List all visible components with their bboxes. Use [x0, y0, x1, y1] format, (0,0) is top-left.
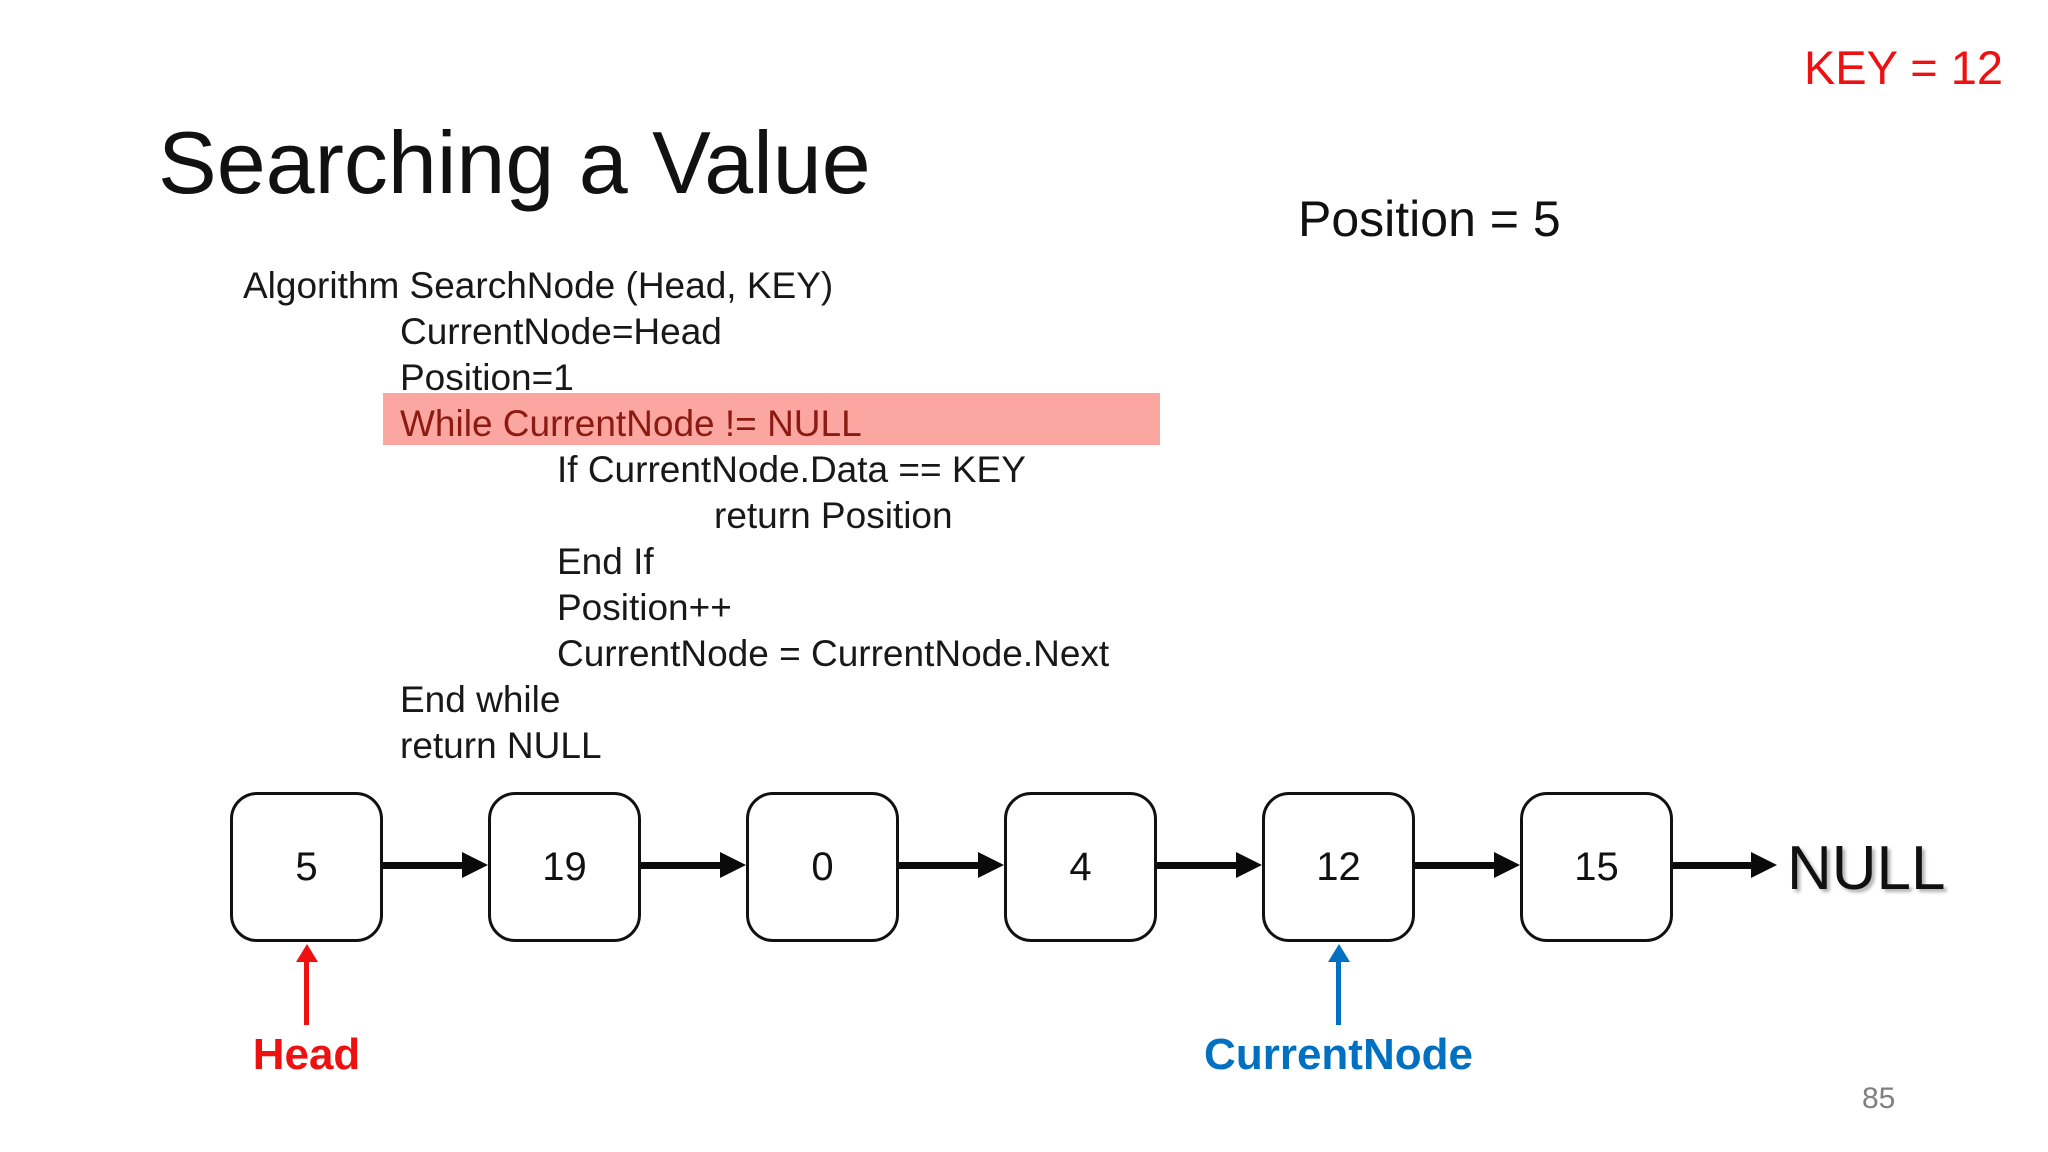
code-line: End while [400, 679, 561, 720]
next-arrow-shaft [899, 861, 982, 869]
page-title: Searching a Value [158, 113, 871, 212]
head-pointer-label: Head [252, 1030, 361, 1079]
next-arrow-shaft [383, 861, 466, 869]
list-node: 12 [1262, 792, 1415, 942]
page-number: 85 [1862, 1082, 1896, 1115]
list-node: 19 [488, 792, 641, 942]
next-arrow-shaft [641, 861, 724, 869]
null-terminator-label: NULL [1787, 834, 1946, 903]
currentnode-pointer-label: CurrentNode [1204, 1030, 1473, 1079]
code-line: CurrentNode=Head [400, 311, 722, 352]
code-line: Position++ [557, 587, 732, 628]
list-node: 0 [746, 792, 899, 942]
code-line: CurrentNode = CurrentNode.Next [557, 633, 1110, 674]
list-node: 15 [1520, 792, 1673, 942]
head-pointer-arrowhead-icon [295, 944, 318, 962]
code-line: End If [557, 541, 654, 582]
next-arrow-shaft [1415, 861, 1498, 869]
list-node: 5 [230, 792, 383, 942]
list-node: 4 [1004, 792, 1157, 942]
code-line: Algorithm SearchNode (Head, KEY) [243, 265, 834, 306]
next-arrow-head-icon [978, 852, 1004, 878]
next-arrow-head-icon [1494, 852, 1520, 878]
currentnode-pointer-arrow-shaft [1336, 961, 1341, 1025]
code-line-highlighted: While CurrentNode != NULL [383, 393, 1160, 447]
code-line: return NULL [400, 725, 602, 766]
currentnode-pointer-arrowhead-icon [1327, 944, 1350, 962]
next-arrow-head-icon [1236, 852, 1262, 878]
code-line: return Position [714, 495, 953, 536]
next-arrow-head-icon [462, 852, 488, 878]
next-arrow-shaft [1157, 861, 1240, 869]
code-line: Position=1 [400, 357, 574, 398]
next-arrow-head-icon [1751, 852, 1777, 878]
next-arrow-head-icon [720, 852, 746, 878]
key-value-label: KEY = 12 [1803, 41, 2003, 94]
position-value-label: Position = 5 [1298, 191, 1561, 247]
head-pointer-arrow-shaft [304, 961, 309, 1025]
code-line: If CurrentNode.Data == KEY [557, 449, 1026, 490]
next-arrow-shaft [1673, 861, 1755, 869]
